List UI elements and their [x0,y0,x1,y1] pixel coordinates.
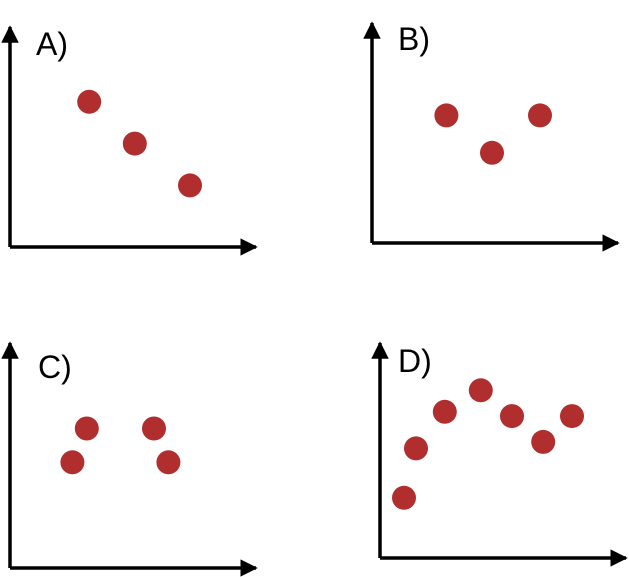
panel-d: D) [371,341,628,567]
panel-label: C) [38,349,72,385]
data-point [178,173,202,198]
data-point [156,450,181,475]
panel-c: C) [1,341,258,577]
data-point [434,103,459,128]
panel-label: D) [398,343,432,379]
data-point [404,436,428,461]
data-point [560,404,584,429]
data-point [468,378,493,403]
data-point [480,140,504,165]
data-point [531,429,556,454]
data-point [142,416,166,441]
data-point [392,485,416,510]
data-point [500,404,524,429]
data-point [432,399,457,424]
panel-b: B) [363,21,620,252]
panel-a: A) [1,25,258,256]
data-point [77,89,102,114]
data-point [122,131,147,156]
data-point [74,416,99,441]
data-point [60,450,85,475]
data-point [528,103,552,128]
panel-label: B) [398,21,430,57]
panel-label: A) [36,26,68,62]
